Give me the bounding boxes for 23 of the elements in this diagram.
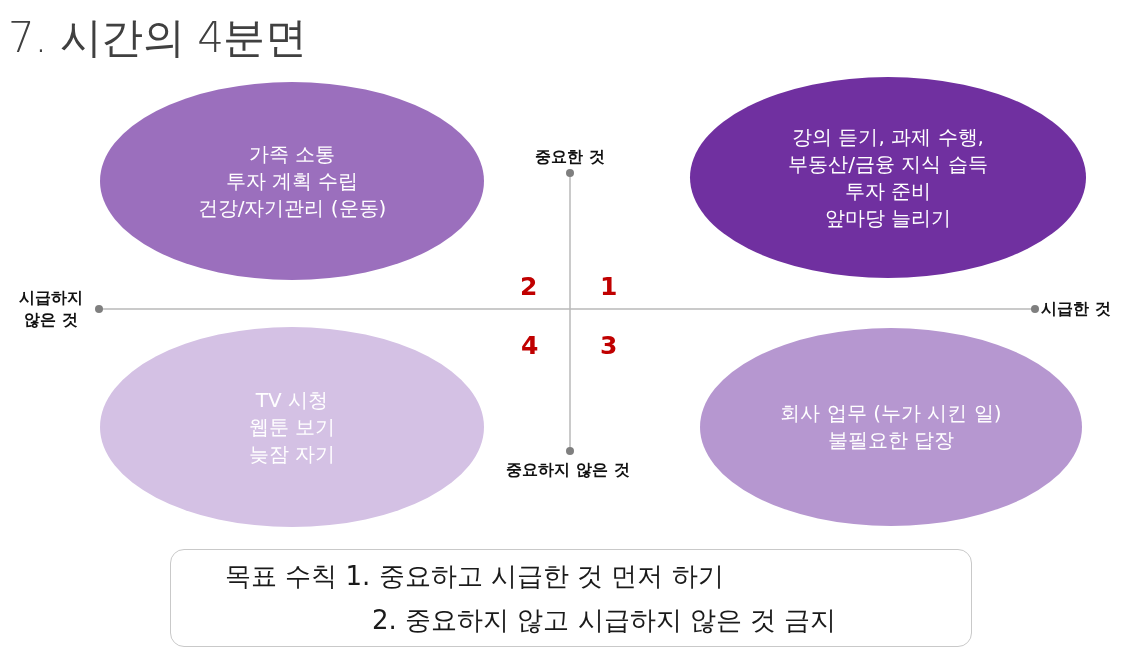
rule-text: 2. 중요하지 않고 시급하지 않은 것 금지 bbox=[372, 604, 837, 637]
ellipse-text: 투자 준비 bbox=[844, 177, 932, 205]
title: 7. 시간의 4분면 bbox=[8, 12, 307, 64]
axis-label: 중요한 것 bbox=[535, 146, 605, 168]
quadrant-number: 3 bbox=[600, 331, 618, 361]
ellipse-text: 투자 계획 수립 bbox=[225, 167, 359, 195]
ellipse-text: 웹툰 보기 bbox=[248, 413, 336, 441]
axis-label: 중요하지 않은 것 bbox=[506, 459, 630, 481]
quadrant-number: 4 bbox=[521, 331, 539, 361]
ellipse-text: 불필요한 답장 bbox=[827, 427, 955, 454]
ellipse-text: 회사 업무 (누가 시킨 일) bbox=[780, 400, 1002, 427]
ellipse-text: 늦잠 자기 bbox=[248, 440, 336, 468]
ellipse-text: TV 시청 bbox=[255, 386, 329, 414]
quadrant-number: 2 bbox=[520, 272, 538, 302]
ellipse-text: 건강/자기관리 (운동) bbox=[197, 194, 387, 222]
quadrant-number: 1 bbox=[600, 272, 618, 302]
axis-label: 시급한 것 bbox=[1041, 298, 1111, 320]
axis-label: 시급하지 않은 것 bbox=[18, 287, 84, 331]
ellipse-text: 가족 소통 bbox=[248, 140, 336, 168]
rules-panel bbox=[170, 549, 972, 647]
rule-text: 목표 수칙 1. 중요하고 시급한 것 먼저 하기 bbox=[225, 560, 724, 593]
ellipse-text: 강의 듣기, 과제 수행, 부동산/금융 지식 습득 bbox=[787, 123, 989, 178]
ellipse-text: 앞마당 늘리기 bbox=[824, 204, 952, 232]
